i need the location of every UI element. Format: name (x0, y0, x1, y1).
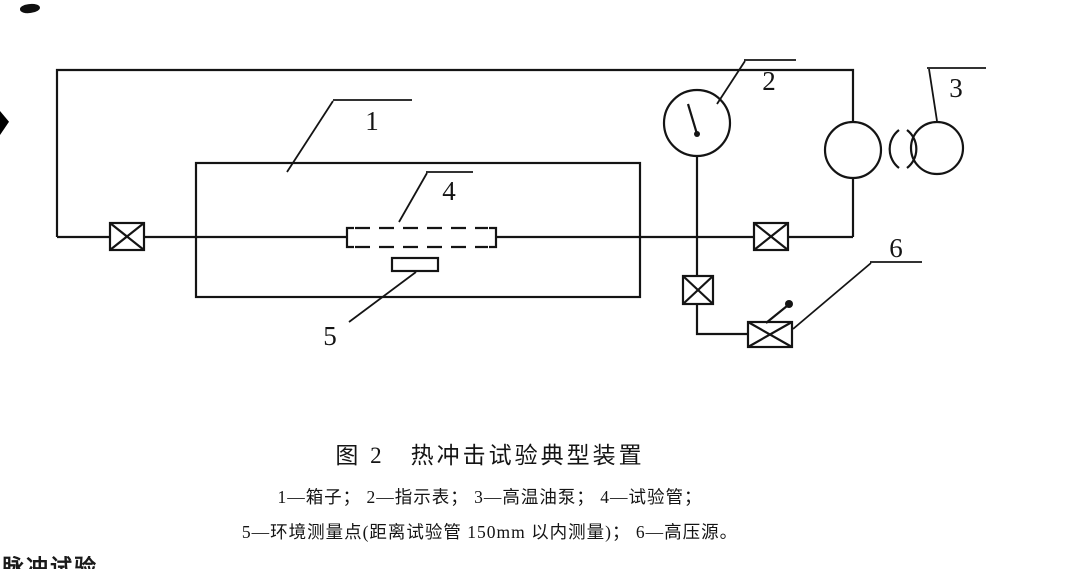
pipe-top-loop (55, 68, 855, 237)
pipe-to-pressure-source (695, 304, 748, 336)
valve-left (108, 221, 146, 252)
scan-artifact-left-edge (0, 111, 9, 135)
test-tube (345, 226, 498, 249)
pressure-source (746, 300, 794, 349)
valve-right (752, 221, 790, 252)
label-3-pump: 3 (949, 73, 963, 103)
label-4-tube: 4 (442, 176, 456, 206)
figure-legend-line-1: 1—箱子； 2—指示表； 3—高温油泵； 4—试验管； (277, 487, 703, 507)
oil-pump (823, 120, 965, 180)
label-1-box: 1 (365, 106, 379, 136)
page-edge-partial-text: 脉冲试验 (2, 556, 99, 569)
leader-lines (286, 59, 986, 330)
valve-mid (681, 274, 715, 306)
label-5-measure-point: 5 (323, 321, 337, 351)
figure-title: 图 2 热冲击试验典型装置 (335, 443, 645, 468)
label-6-pressure-source: 6 (889, 233, 903, 263)
pump-coupling (888, 129, 900, 169)
chamber-box (194, 161, 642, 299)
measurement-point (390, 256, 440, 273)
thermal-shock-apparatus-diagram: 1 4 2 3 6 5 (55, 59, 986, 351)
figure-legend-line-2: 5—环境测量点(距离试验管 150mm 以内测量)； 6—高压源。 (241, 522, 739, 542)
label-2-gauge: 2 (762, 66, 776, 96)
